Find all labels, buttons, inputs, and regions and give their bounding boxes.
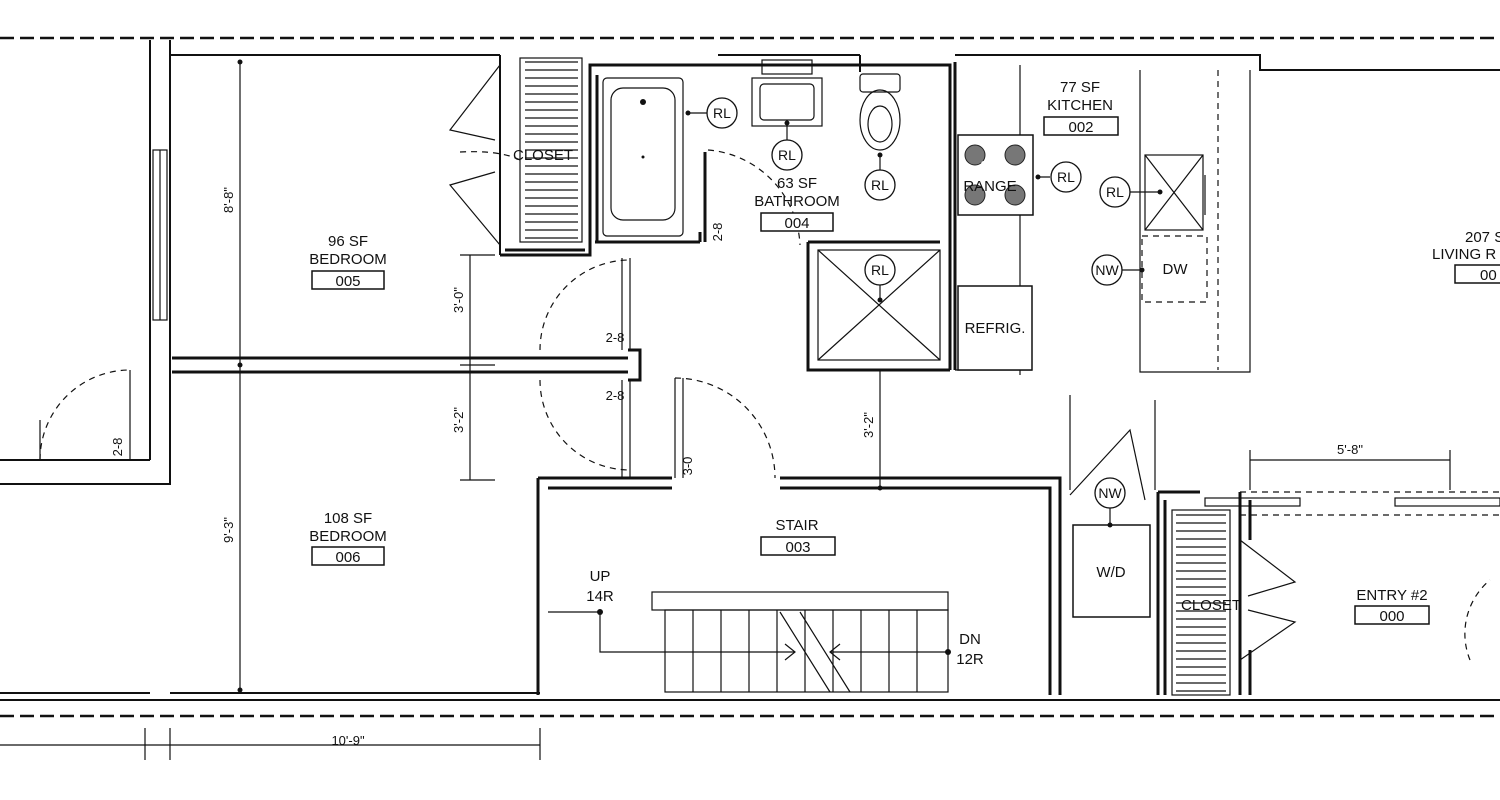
range-label: RANGE: [963, 178, 1016, 195]
entry-header: [1204, 491, 1500, 516]
fixture-tag-text: RL: [871, 177, 889, 193]
room-label-stair: STAIR 003: [760, 517, 836, 556]
fixture-tag-text: RL: [778, 147, 796, 163]
room-label-bedroom-006: 108 SF BEDROOM 006: [309, 510, 387, 566]
dimension-bedroom-005-height: 8'-8": [221, 187, 236, 213]
fixture-tag-text: RL: [1057, 169, 1075, 185]
fixture-tag-rl-toilet: RL: [864, 169, 896, 201]
fixture-tag-text: NW: [1095, 262, 1119, 278]
door-swings: [39, 64, 1491, 661]
fixture-connectors: [685, 110, 1163, 528]
room-label-bedroom-005: 96 SF BEDROOM 005: [309, 233, 387, 290]
room-name: LIVING R: [1432, 246, 1496, 263]
room-area: 96 SF: [328, 233, 368, 250]
closet-label: CLOSET: [513, 147, 573, 164]
refrigerator-label: REFRIG.: [965, 320, 1026, 337]
fixture-tag-rl-shower: RL: [864, 254, 896, 286]
room-name: BEDROOM: [309, 528, 387, 545]
washer-dryer-label: W/D: [1096, 564, 1125, 581]
door-size-stair: 3-0: [680, 457, 695, 476]
toilet: [859, 73, 901, 151]
bathtub: [602, 77, 684, 237]
refrigerator: [957, 285, 1033, 371]
shower: [817, 249, 941, 361]
dimension-opening-upper: 3'-0": [451, 287, 466, 313]
door-size-left: 2-8: [110, 438, 125, 457]
room-area: 63 SF: [777, 175, 817, 192]
stair-up-label: UP: [590, 568, 611, 585]
door-size-bedroom-upper: 2-8: [606, 330, 625, 345]
dimension-bedroom-006-height: 9'-3": [221, 517, 236, 543]
fixture-tag-text: NW: [1098, 485, 1122, 501]
dimension-opening-right: 3'-2": [861, 412, 876, 438]
sink: [751, 59, 823, 127]
fixture-tag-text: RL: [1106, 184, 1124, 200]
dimension-lines: [0, 59, 1451, 760]
room-name: KITCHEN: [1047, 97, 1113, 114]
dimension-width-bottom: 10'-9": [331, 733, 365, 748]
door-size-bedroom-lower: 2-8: [606, 388, 625, 403]
room-label-bathroom: 63 SF BATHROOM 004: [754, 175, 840, 232]
closet-shelves: [519, 57, 1231, 696]
dimension-entry-width: 5'-8": [1337, 442, 1363, 457]
stair-up-risers: 14R: [586, 588, 614, 605]
fixture-tag-nw-dishwasher: NW: [1091, 254, 1123, 286]
room-name: STAIR: [775, 517, 818, 534]
dishwasher-label: DW: [1163, 261, 1189, 278]
stair-down-label: DN: [959, 631, 981, 648]
exterior-walls: [0, 36, 1500, 718]
stair-treads: [548, 591, 951, 693]
room-name: ENTRY #2: [1356, 587, 1427, 604]
room-area: 108 SF: [324, 510, 372, 527]
room-number: 005: [335, 273, 360, 290]
door-size-bath: 2-8: [710, 223, 725, 242]
room-label-living: 207 S LIVING R 00: [1432, 229, 1500, 284]
fixture-tag-text: RL: [713, 105, 731, 121]
range-size-label: 30": [980, 158, 999, 173]
partition-lines: [1069, 395, 1156, 490]
fixture-tag-rl-kitchen-sink: RL: [1099, 176, 1131, 208]
fixture-tag-rl-range: RL: [1050, 161, 1082, 193]
range: [957, 134, 1034, 216]
fixture-tag-rl-sink: RL: [771, 139, 803, 171]
room-label-entry: ENTRY #2 000: [1354, 587, 1430, 625]
stair-down-risers: 12R: [956, 651, 984, 668]
room-name: BATHROOM: [754, 193, 840, 210]
room-number: 003: [785, 539, 810, 556]
dimension-opening-lower: 3'-2": [451, 407, 466, 433]
fixture-tag-rl-tub: RL: [706, 97, 738, 129]
room-number: 006: [335, 549, 360, 566]
room-label-kitchen: 77 SF KITCHEN 002: [1043, 79, 1119, 136]
closet-label: CLOSET: [1181, 597, 1241, 614]
fixture-tag-nw-washer: NW: [1094, 477, 1126, 509]
room-area: 77 SF: [1060, 79, 1100, 96]
room-number: 00: [1480, 267, 1497, 284]
room-number: 002: [1068, 119, 1093, 136]
room-name: BEDROOM: [309, 251, 387, 268]
room-number: 004: [784, 215, 809, 232]
room-area: 207 S: [1465, 229, 1500, 246]
fixture-tag-text: RL: [871, 262, 889, 278]
room-number: 000: [1379, 608, 1404, 625]
window-left: [152, 149, 168, 321]
